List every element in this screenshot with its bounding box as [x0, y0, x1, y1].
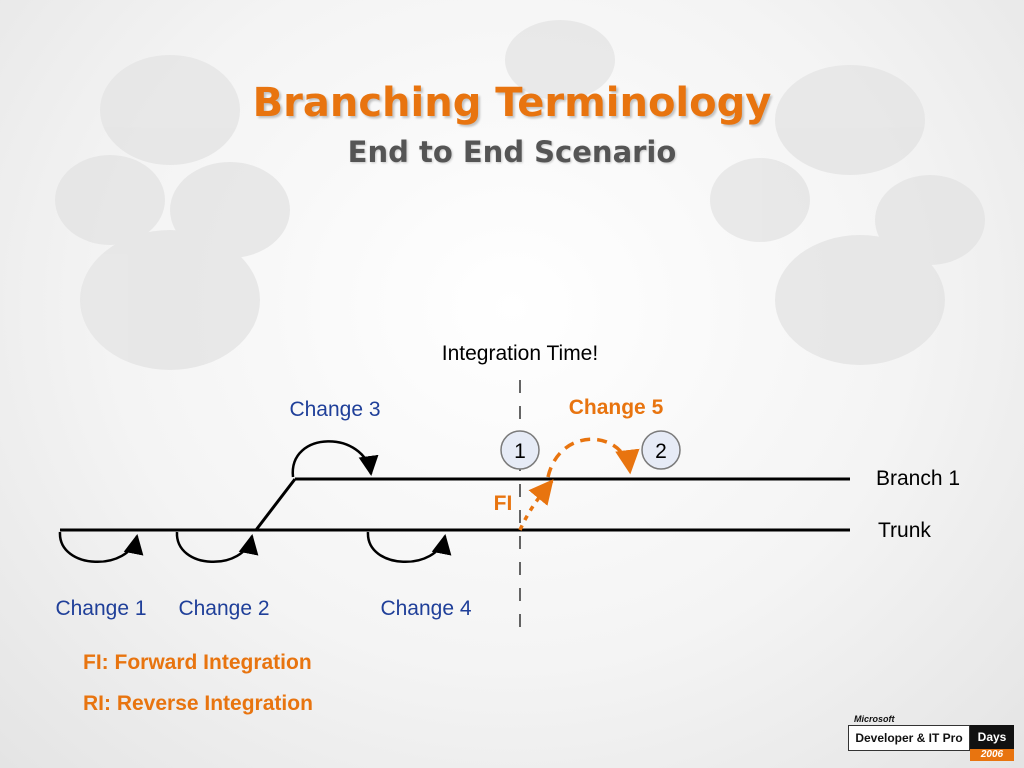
logo-product: Developer & IT Pro — [848, 725, 970, 751]
logo-year: 2006 — [970, 749, 1014, 761]
slide-title: Branching Terminology — [252, 80, 772, 126]
branch-1-label: Branch 1 — [876, 467, 960, 490]
marker-1-circle — [500, 430, 540, 470]
branch-connector — [254, 478, 297, 531]
marker-1-label: 1 — [514, 440, 526, 463]
event-logo: Microsoft Developer & IT Pro Days 2006 — [848, 714, 1016, 761]
integration-time-label: Integration Time! — [442, 342, 598, 365]
slide-subtitle: End to End Scenario — [347, 135, 677, 169]
change-2-arc — [175, 531, 259, 564]
change-5-label: Change 5 — [569, 396, 664, 419]
change-2-label: Change 2 — [178, 597, 269, 620]
fi-label: FI — [494, 492, 513, 515]
legend-fi: FI: Forward Integration — [83, 651, 312, 674]
marker-2-label: 2 — [655, 440, 667, 463]
change-5-arc — [546, 437, 640, 478]
change-3-label: Change 3 — [289, 398, 380, 421]
marker-2-circle — [641, 430, 681, 470]
legend-ri: RI: Reverse Integration — [83, 692, 313, 715]
fi-arrow — [518, 479, 554, 531]
logo-brand: Microsoft — [854, 714, 895, 724]
change-4-arc — [366, 531, 452, 564]
trunk-label: Trunk — [878, 519, 931, 542]
change-1-label: Change 1 — [55, 597, 146, 620]
change-1-arc — [58, 531, 144, 564]
change-3-arc — [291, 440, 379, 478]
change-4-label: Change 4 — [380, 597, 471, 620]
logo-days: Days — [970, 725, 1014, 749]
